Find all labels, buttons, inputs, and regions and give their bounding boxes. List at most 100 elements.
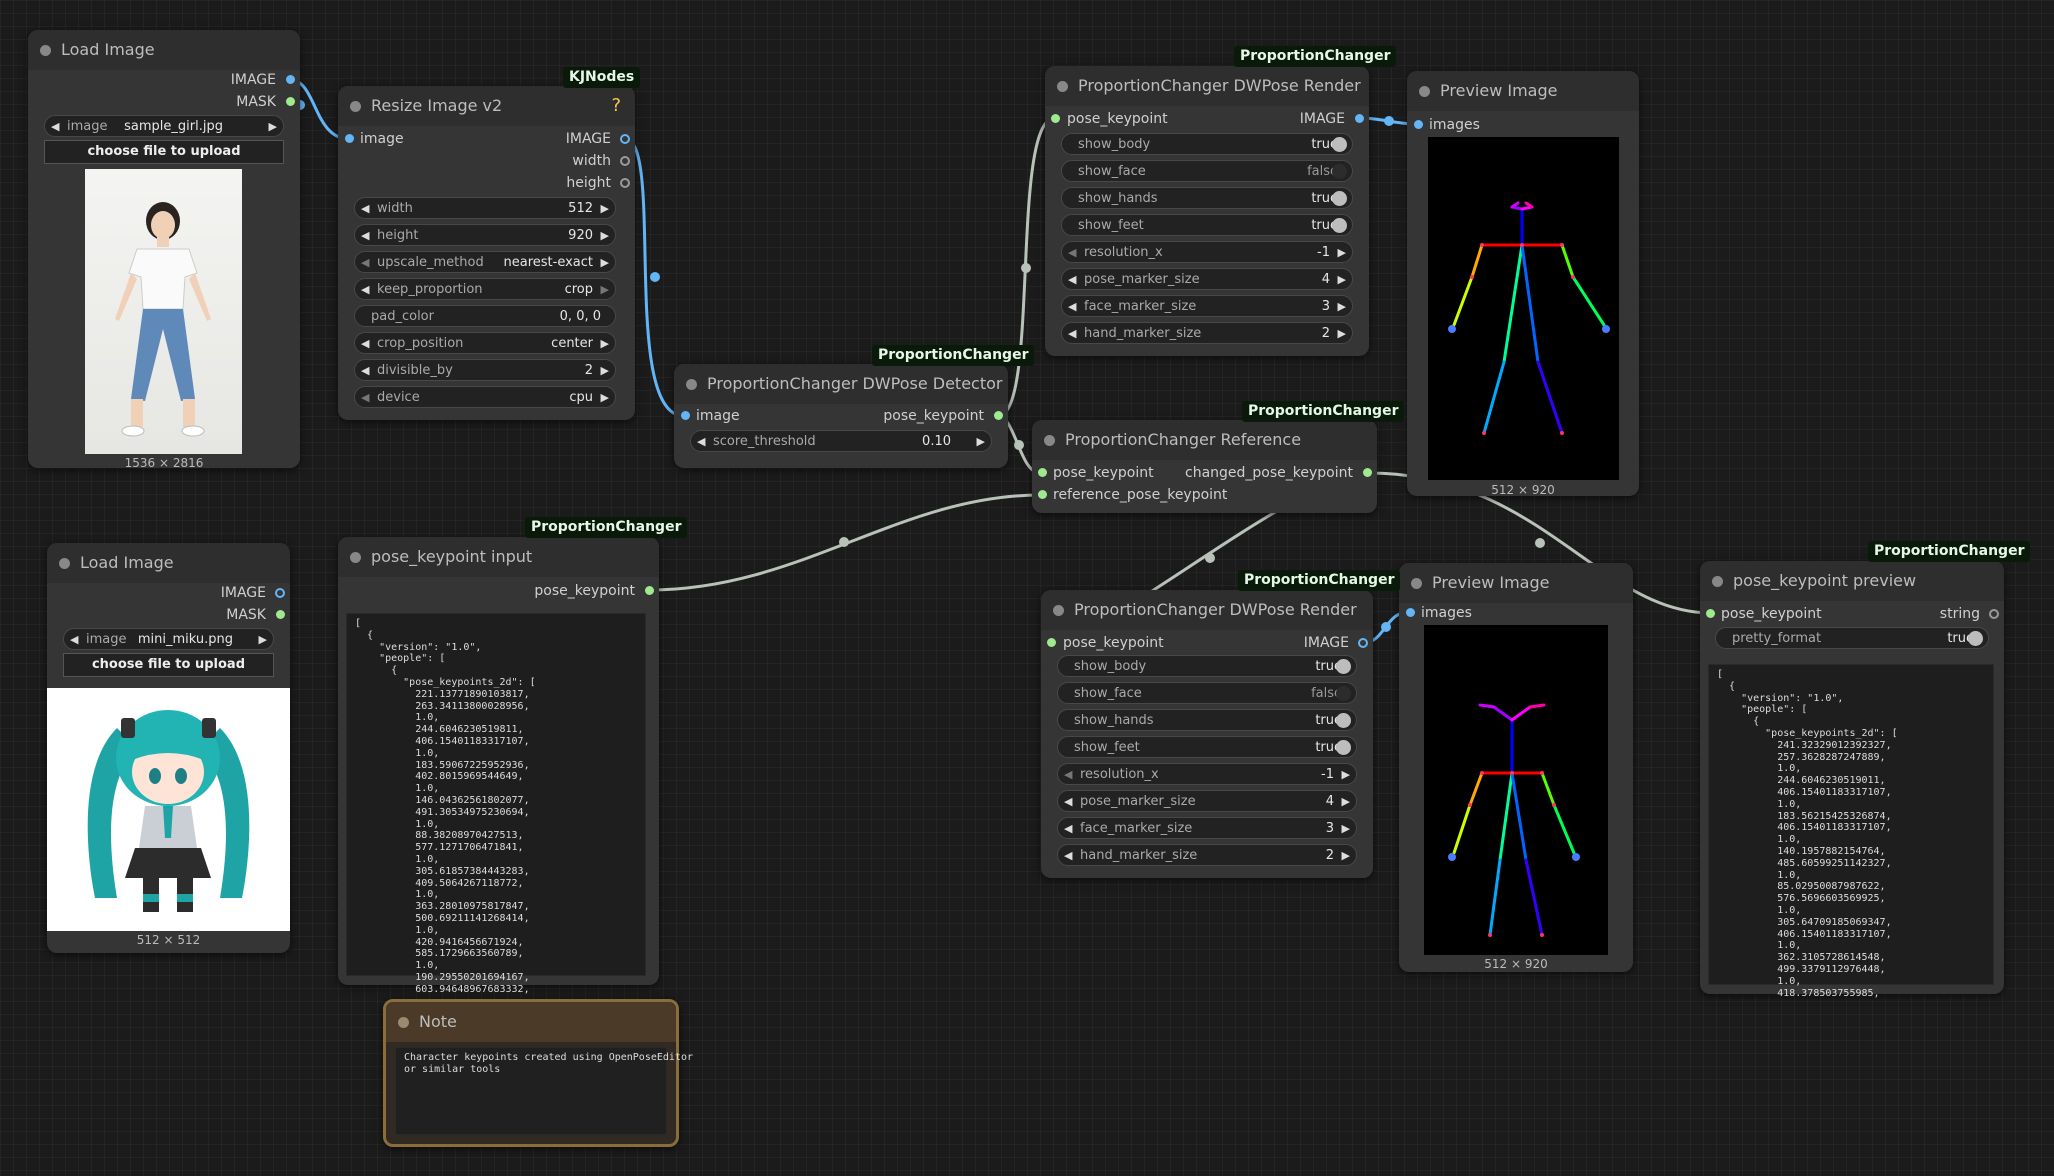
arrow-left-icon[interactable]: ◀ xyxy=(70,633,79,646)
dwpose-render-node-2[interactable]: ProportionChanger DWPose Render pose_key… xyxy=(1041,590,1373,878)
arrow-left-icon[interactable]: ◀ xyxy=(361,364,370,377)
arrow-right-icon[interactable]: ▶ xyxy=(976,435,985,448)
node-title[interactable]: ProportionChanger Reference xyxy=(1032,420,1377,460)
arrow-left-icon[interactable]: ◀ xyxy=(697,435,706,448)
input-images-socket[interactable] xyxy=(1406,608,1415,617)
output-pose-socket[interactable] xyxy=(994,411,1003,420)
output-changed-pose-socket[interactable] xyxy=(1363,468,1372,477)
output-image-socket[interactable] xyxy=(620,134,630,144)
upload-button[interactable]: choose file to upload xyxy=(44,140,284,164)
arrow-left-icon[interactable]: ◀ xyxy=(361,283,370,296)
image-select[interactable]: ◀ image mini_miku.png ▶ xyxy=(63,628,274,650)
arrow-right-icon[interactable]: ▶ xyxy=(1341,849,1350,862)
proportion-reference-node[interactable]: ProportionChanger Reference pose_keypoin… xyxy=(1032,420,1377,513)
collapse-dot[interactable] xyxy=(59,558,70,569)
node-title[interactable]: pose_keypoint preview xyxy=(1700,561,2004,601)
output-pose-socket[interactable] xyxy=(645,586,654,595)
node-title[interactable]: Load Image xyxy=(47,543,290,583)
arrow-left-icon[interactable]: ◀ xyxy=(1068,327,1077,340)
note-textarea[interactable]: Character keypoints created using OpenPo… xyxy=(395,1047,693,1135)
node-title[interactable]: ProportionChanger DWPose Detector xyxy=(674,364,1008,404)
collapse-dot[interactable] xyxy=(686,379,697,390)
collapse-dot[interactable] xyxy=(40,45,51,56)
collapse-dot[interactable] xyxy=(350,552,361,563)
node-title[interactable]: ProportionChanger DWPose Render xyxy=(1041,590,1373,630)
node-title[interactable]: Load Image xyxy=(28,30,300,70)
arrow-left-icon[interactable]: ◀ xyxy=(361,256,370,269)
node-title[interactable]: Resize Image v2 ? xyxy=(338,86,635,126)
dwpose-render-node-1[interactable]: ProportionChanger DWPose Render pose_key… xyxy=(1045,66,1369,356)
arrow-left-icon[interactable]: ◀ xyxy=(1064,768,1073,781)
arrow-right-icon[interactable]: ▶ xyxy=(1337,273,1346,286)
pose-keypoint-preview-node[interactable]: pose_keypoint preview pose_keypoint stri… xyxy=(1700,561,2004,999)
keypoint-json-textarea[interactable]: [ { "version": "1.0", "people": [ { "pos… xyxy=(346,613,646,995)
resolution-x-widget[interactable]: ◀resolution_x-1▶ xyxy=(1057,763,1357,785)
arrow-left-icon[interactable]: ◀ xyxy=(1068,246,1077,259)
input-image-socket[interactable] xyxy=(681,411,690,420)
load-image-node-2[interactable]: Load Image IMAGE MASK ◀ image mini_miku.… xyxy=(47,543,290,953)
arrow-right-icon[interactable]: ▶ xyxy=(268,120,277,133)
arrow-right-icon[interactable]: ▶ xyxy=(600,283,609,296)
collapse-dot[interactable] xyxy=(1411,578,1422,589)
arrow-left-icon[interactable]: ◀ xyxy=(1064,849,1073,862)
arrow-right-icon[interactable]: ▶ xyxy=(1341,768,1350,781)
resolution-x-widget[interactable]: ◀resolution_x-1▶ xyxy=(1061,241,1353,263)
arrow-right-icon[interactable]: ▶ xyxy=(600,391,609,404)
arrow-left-icon[interactable]: ◀ xyxy=(1064,822,1073,835)
input-reference-socket[interactable] xyxy=(1038,490,1047,499)
resize-image-node[interactable]: Resize Image v2 ? image IMAGE width heig… xyxy=(338,86,635,420)
input-pose-socket[interactable] xyxy=(1051,114,1060,123)
preview-image-node-2[interactable]: Preview Image images xyxy=(1399,563,1633,972)
upload-button[interactable]: choose file to upload xyxy=(63,653,274,677)
arrow-right-icon[interactable]: ▶ xyxy=(1337,246,1346,259)
collapse-dot[interactable] xyxy=(1053,605,1064,616)
collapse-dot[interactable] xyxy=(350,101,361,112)
output-string-socket[interactable] xyxy=(1989,609,1999,619)
arrow-right-icon[interactable]: ▶ xyxy=(258,633,267,646)
arrow-right-icon[interactable]: ▶ xyxy=(1341,795,1350,808)
input-pose-socket[interactable] xyxy=(1047,638,1056,647)
arrow-left-icon[interactable]: ◀ xyxy=(1068,273,1077,286)
output-image-socket[interactable] xyxy=(275,588,285,598)
output-image-socket[interactable] xyxy=(1358,638,1368,648)
output-mask-socket[interactable] xyxy=(276,610,285,619)
arrow-left-icon[interactable]: ◀ xyxy=(361,391,370,404)
arrow-left-icon[interactable]: ◀ xyxy=(361,229,370,242)
node-title[interactable]: ProportionChanger DWPose Render xyxy=(1045,66,1369,106)
input-pose-socket[interactable] xyxy=(1038,468,1047,477)
arrow-left-icon[interactable]: ◀ xyxy=(51,120,60,133)
arrow-left-icon[interactable]: ◀ xyxy=(361,202,370,215)
arrow-right-icon[interactable]: ▶ xyxy=(1337,327,1346,340)
arrow-right-icon[interactable]: ▶ xyxy=(1341,822,1350,835)
output-mask-socket[interactable] xyxy=(286,97,295,106)
arrow-left-icon[interactable]: ◀ xyxy=(361,337,370,350)
collapse-dot[interactable] xyxy=(1044,435,1055,446)
load-image-node-1[interactable]: Load Image IMAGE MASK ◀ image sample_gir… xyxy=(28,30,300,470)
output-image-socket[interactable] xyxy=(1355,114,1364,123)
node-title[interactable]: Preview Image xyxy=(1407,71,1639,111)
collapse-dot[interactable] xyxy=(1057,81,1068,92)
arrow-right-icon[interactable]: ▶ xyxy=(600,337,609,350)
collapse-dot[interactable] xyxy=(398,1017,409,1028)
